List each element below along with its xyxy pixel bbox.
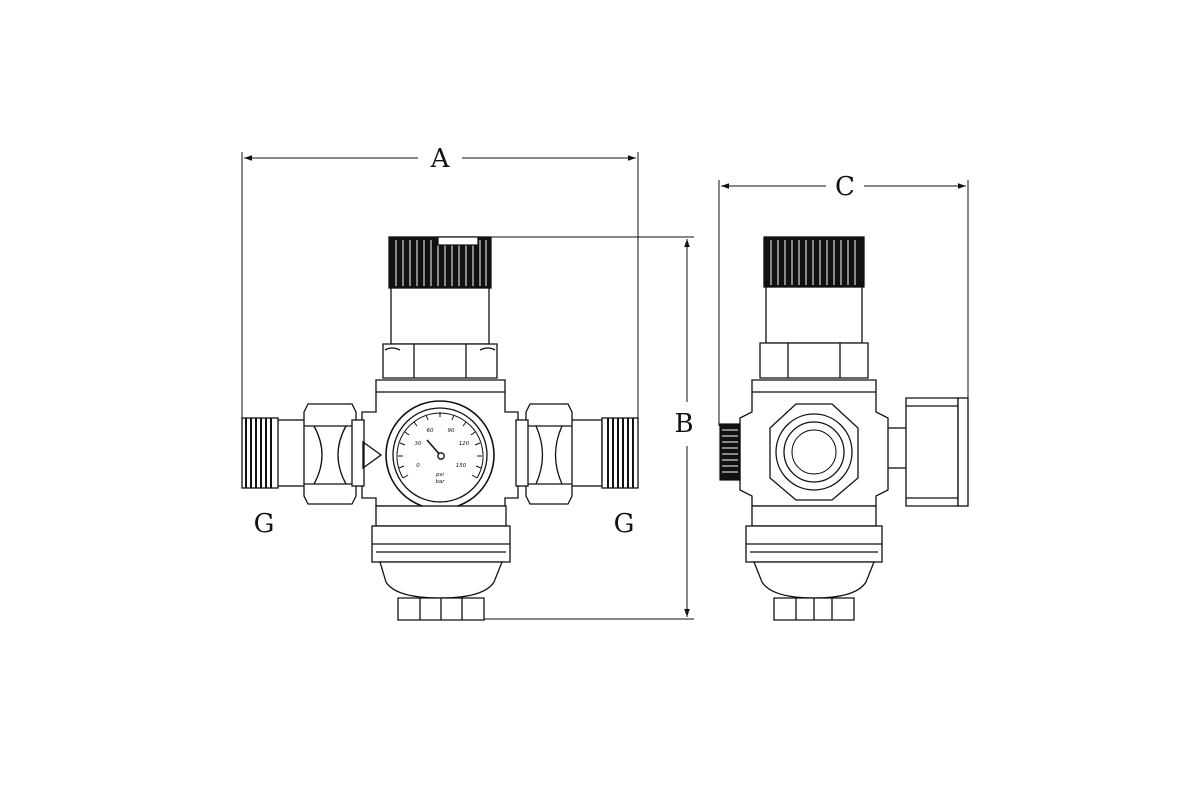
gauge-tick-0: 0 xyxy=(416,463,420,469)
dimension-c-label: C xyxy=(835,172,855,202)
gauge-tick-60: 60 xyxy=(427,428,434,434)
side-gauge-housing xyxy=(883,397,969,507)
thread-label-left: G xyxy=(254,509,275,539)
side-cap xyxy=(719,423,741,481)
flow-direction-icon xyxy=(362,440,383,470)
side-view xyxy=(719,236,969,621)
gauge-unit-bar: bar xyxy=(435,479,445,485)
side-adjustment-knob xyxy=(763,236,865,288)
gauge-tick-90: 90 xyxy=(448,428,455,434)
dimension-c: C xyxy=(718,172,969,426)
thread-label-right: G xyxy=(614,509,635,539)
right-threaded-outlet xyxy=(515,403,639,505)
front-view: 0 30 60 90 120 150 psi bar xyxy=(241,236,639,621)
left-threaded-inlet xyxy=(241,403,365,505)
dimension-a-label: A xyxy=(430,144,451,174)
gauge-tick-150: 150 xyxy=(456,463,467,469)
dimension-a: A xyxy=(241,144,639,420)
dimension-b-label: B xyxy=(674,409,693,439)
side-port xyxy=(769,403,859,501)
gauge-unit-psi: psi xyxy=(435,472,444,478)
pressure-gauge: 0 30 60 90 120 150 psi bar xyxy=(385,400,495,510)
gauge-tick-30: 30 xyxy=(415,441,422,447)
adjustment-knob xyxy=(388,236,492,289)
gauge-tick-120: 120 xyxy=(459,441,470,447)
